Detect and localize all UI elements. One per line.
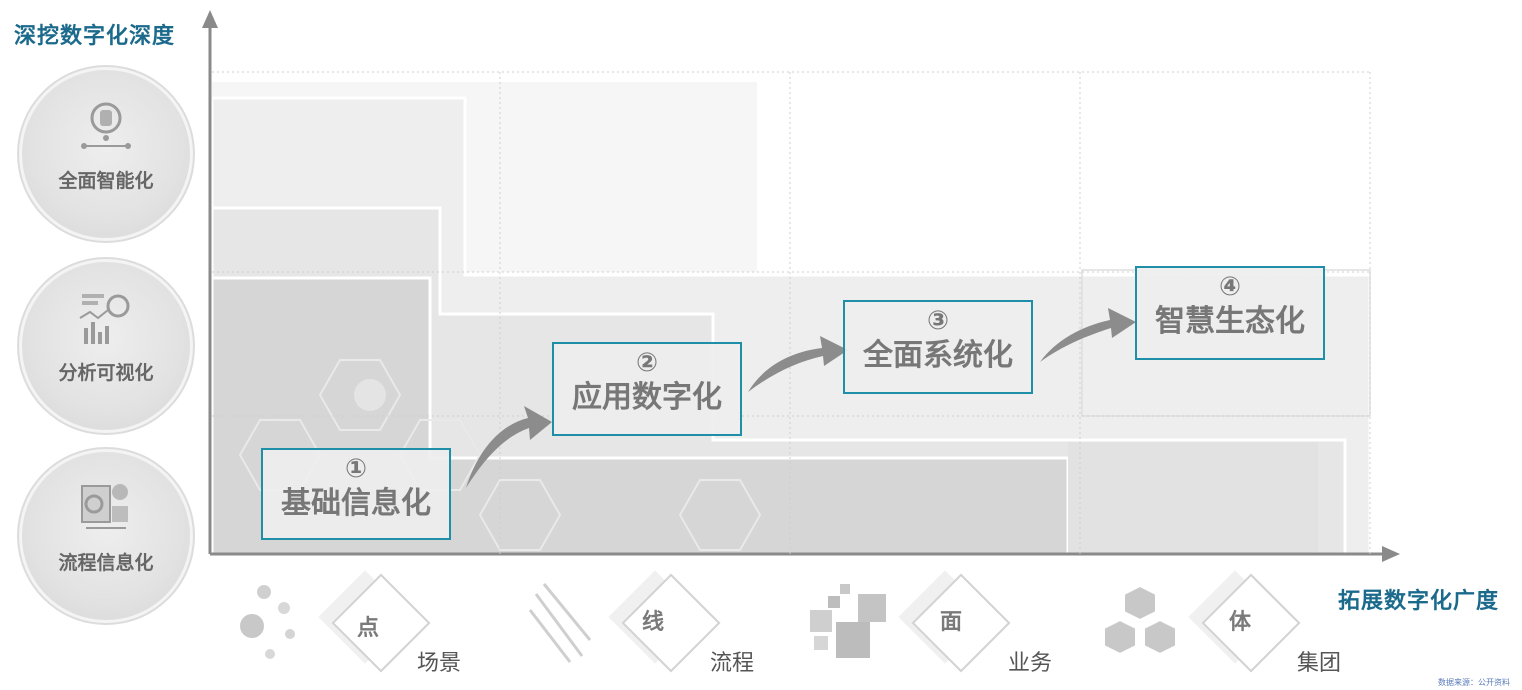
breadth-symbol: 点 bbox=[357, 616, 380, 641]
breadth-label: 场景 bbox=[417, 651, 462, 676]
x-axis-label: 拓展数字化广度 bbox=[1338, 589, 1500, 614]
ai-chip-icon bbox=[81, 102, 131, 149]
squares-icon bbox=[810, 584, 886, 658]
stage-4-box: ④ 智慧生态化 bbox=[1135, 266, 1325, 360]
depth-level-analytics: 分析可视化 bbox=[22, 262, 190, 430]
dots-icon bbox=[240, 585, 295, 659]
breadth-label: 集团 bbox=[1297, 651, 1342, 676]
stage-title: 基础信息化 bbox=[281, 486, 431, 521]
cubes-icon bbox=[1103, 584, 1177, 656]
stage-2-box: ② 应用数字化 bbox=[552, 342, 742, 436]
breadth-symbol: 体 bbox=[1229, 610, 1252, 635]
depth-level-label: 全面智能化 bbox=[58, 170, 154, 192]
progress-arrows bbox=[466, 308, 1136, 488]
stage-title: 智慧生态化 bbox=[1155, 304, 1305, 339]
breadth-symbol: 面 bbox=[940, 610, 963, 635]
stage-title: 全面系统化 bbox=[863, 338, 1013, 373]
stage-number: ① bbox=[344, 454, 367, 484]
stage-number: ③ bbox=[926, 306, 949, 336]
footer-source: 数据来源：公开资料 bbox=[1438, 678, 1510, 687]
breadth-label: 流程 bbox=[710, 651, 755, 676]
depth-level-process: 流程信息化 bbox=[22, 452, 190, 620]
stage-1-box: ① 基础信息化 bbox=[261, 448, 451, 540]
breadth-symbol: 线 bbox=[642, 610, 665, 635]
depth-level-label: 分析可视化 bbox=[58, 362, 154, 384]
depth-level-intelligent: 全面智能化 bbox=[22, 70, 190, 238]
y-axis-label: 深挖数字化深度 bbox=[14, 24, 176, 49]
lines-icon bbox=[528, 583, 592, 663]
breadth-label: 业务 bbox=[1008, 651, 1053, 676]
process-doc-icon bbox=[81, 484, 128, 529]
stage-title: 应用数字化 bbox=[572, 380, 722, 415]
depth-level-label: 流程信息化 bbox=[58, 552, 154, 574]
stage-number: ② bbox=[635, 348, 658, 378]
stage-number: ④ bbox=[1218, 272, 1241, 302]
stage-3-box: ③ 全面系统化 bbox=[843, 300, 1033, 394]
chart-analytics-icon bbox=[79, 294, 130, 344]
